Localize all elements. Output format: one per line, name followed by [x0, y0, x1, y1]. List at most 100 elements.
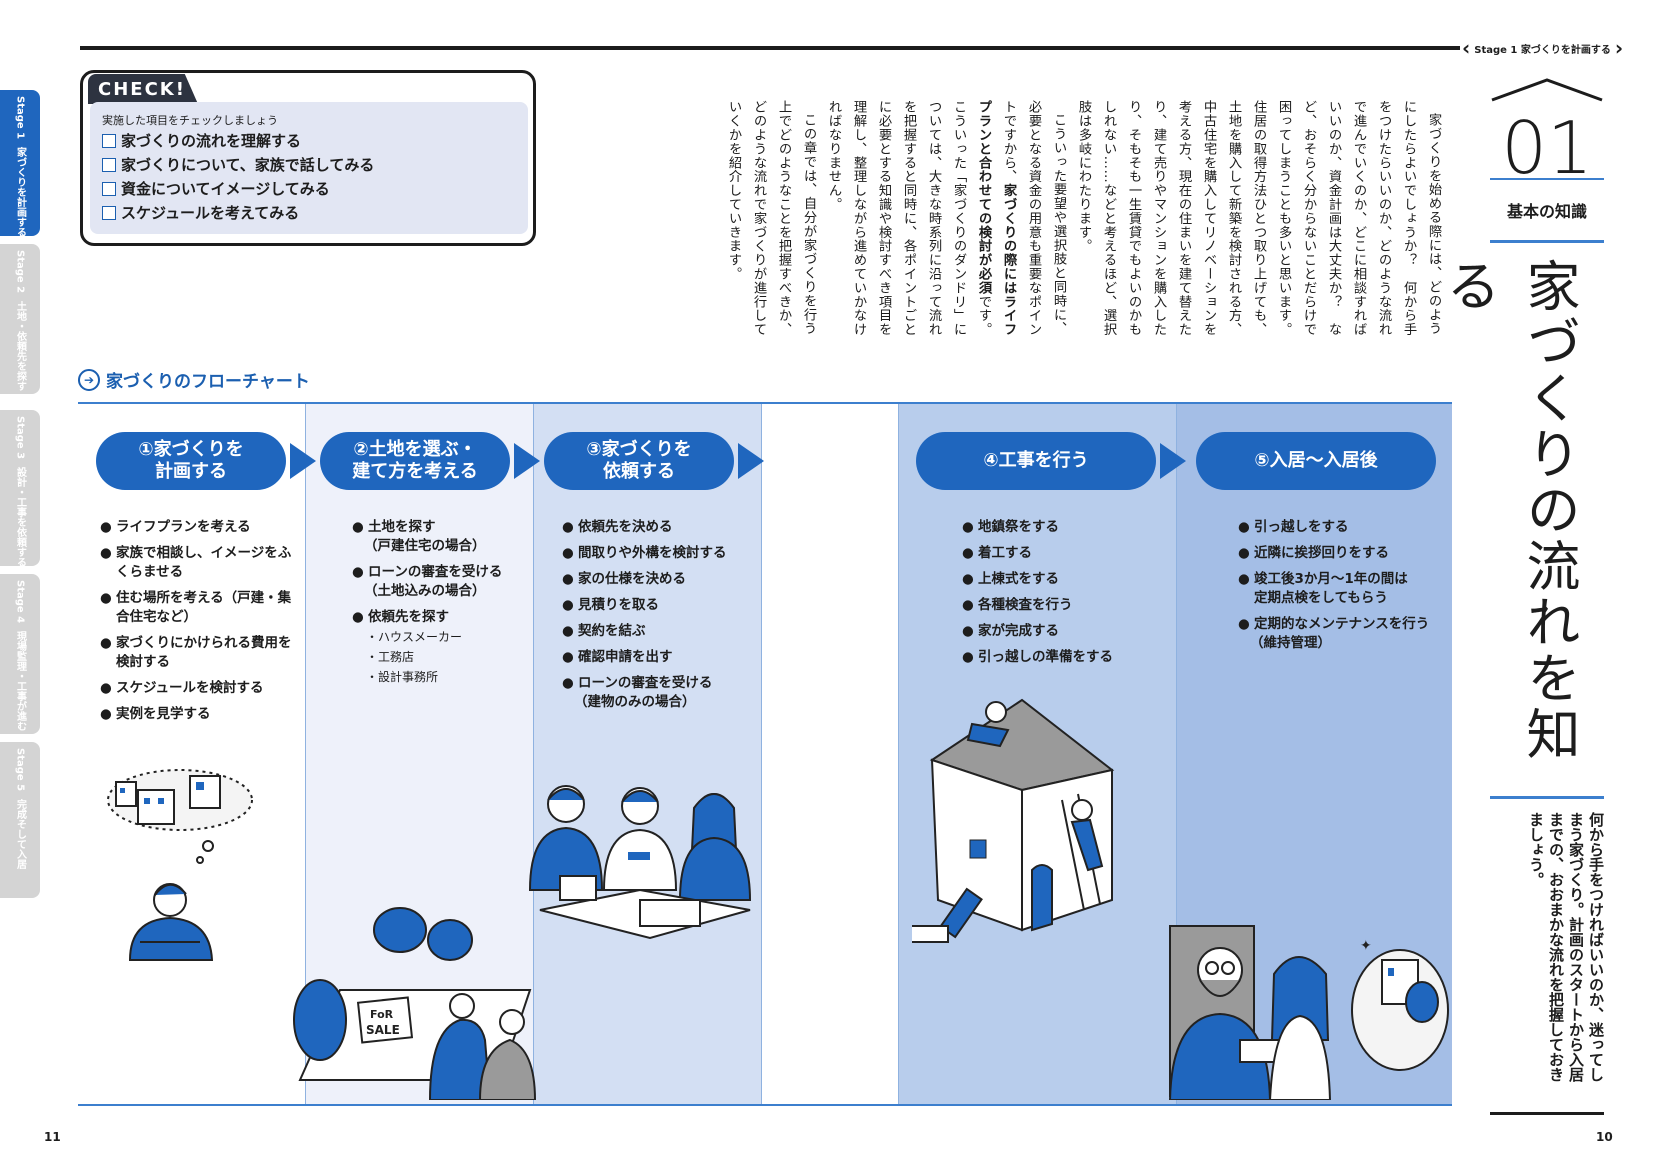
checklist-item[interactable]: スケジュールを考えてみる	[102, 202, 299, 223]
side-tab-stage-3[interactable]: Stage 3 設計・工事を依頼する	[0, 410, 40, 566]
sale-sign-line-1: FoR	[370, 1008, 394, 1021]
list-item-text: 各種検査を行う	[978, 597, 1073, 613]
body-p2-a: こういった要望や選択肢と同時に、必要となる資金の用意も重要なポイントですから、	[1001, 100, 1066, 337]
flow-arrow-icon	[1160, 443, 1186, 479]
section-label: 基本の知識	[1506, 202, 1587, 221]
body-paragraph-3: この章では、自分が家づくりを行う上でどのようなことを把握すべきか、どのような流れ…	[726, 100, 816, 337]
illustration-construction	[912, 698, 1115, 943]
list-item: ●近隣に挨拶回りをする	[1238, 545, 1389, 561]
list-item-text: 土地を探す	[368, 519, 436, 535]
side-tab-stage-label: Stage 1	[14, 96, 26, 140]
list-item: ●各種検査を行う	[962, 597, 1073, 613]
list-item-text: ライフプランを考える	[116, 519, 251, 535]
side-tab-stage-2[interactable]: Stage 2 土地・依頼先を探す	[0, 244, 40, 394]
body-text: 家づくりを始める際には、どのようにしたらよいでしょうか？ 何から手をつけたらいい…	[726, 100, 1446, 340]
side-tab-stage-label: Stage 5	[14, 748, 26, 792]
list-item: ●契約を結ぶ	[562, 623, 646, 639]
list-item-text: （戸建住宅の場合）	[364, 538, 486, 554]
flow-step-title-line: 依頼する	[603, 461, 675, 482]
list-item: ●ローンの審査を受ける	[352, 564, 503, 580]
side-tab-stage-1[interactable]: Stage 1 家づくりを計画する	[0, 90, 40, 236]
lead-text: 何から手をつければいいのか、迷ってしまう家づくり。計画のスタートから入居までの、…	[1527, 812, 1605, 1082]
checklist-item-label: 家づくりについて、家族で話してみる	[121, 156, 375, 174]
list-item: ●上棟式をする	[962, 571, 1059, 587]
list-item: ●依頼先を決める	[562, 519, 673, 535]
list-item-text: 定期的なメンテナンスを行う	[1254, 616, 1430, 632]
list-item-note: （維持管理）	[1250, 634, 1448, 653]
divider	[1490, 1112, 1604, 1115]
list-item: ●間取りや外構を検討する	[562, 545, 727, 561]
flow-step-5: ⑤入居～入居後	[1196, 432, 1436, 490]
side-tab-stage-4[interactable]: Stage 4 現場監理・工事が進む	[0, 574, 40, 734]
flow-step-title-line: ③家づくりを	[586, 439, 692, 460]
list-item: ●着工する	[962, 545, 1032, 561]
list-item: ●地鎮祭をする	[962, 519, 1059, 535]
flowchart-title-text: 家づくりのフローチャート	[106, 372, 310, 392]
list-item-text: スケジュールを検討する	[116, 680, 264, 696]
side-tab-label: 現場監理・工事が進む	[14, 631, 26, 732]
check-tag: CHECK!	[88, 74, 198, 104]
list-subitem: ・工務店	[366, 650, 415, 664]
body-paragraph-1: 家づくりを始める際には、どのようにしたらよいでしょうか？ 何から手をつけたらいい…	[1076, 100, 1441, 337]
chevron-right-icon: ›	[1614, 36, 1624, 60]
checklist-item-label: スケジュールを考えてみる	[121, 204, 300, 222]
list-item-text: ローンの審査を受ける	[578, 675, 713, 691]
list-item: ●引っ越しの準備をする	[962, 649, 1113, 665]
checkbox[interactable]	[102, 205, 116, 220]
list-item-text: 家の仕様を決める	[578, 571, 686, 587]
checkbox[interactable]	[102, 157, 116, 172]
side-tab-stage-5[interactable]: Stage 5 完成そして入居	[0, 742, 40, 898]
list-item-text: 引っ越しをする	[1254, 519, 1349, 535]
illustration-planning-meeting	[528, 785, 752, 940]
divider	[1490, 240, 1604, 243]
checkbox[interactable]	[102, 181, 116, 196]
checklist-item[interactable]: 家づくりについて、家族で話してみる	[102, 154, 374, 175]
list-item-text: 家づくりにかけられる費用を検討する	[116, 635, 292, 670]
flow-step-2-list: ●土地を探す （戸建住宅の場合） ●ローンの審査を受ける （土地込みの場合） ●…	[352, 518, 532, 687]
side-tab-label: 土地・依頼先を探す	[14, 301, 26, 392]
side-tab-stage-label: Stage 4	[14, 580, 26, 624]
list-item-text: 引っ越しの準備をする	[978, 649, 1113, 665]
list-item: ●確認申請を出す	[562, 649, 673, 665]
chapter-number-frame	[1491, 78, 1603, 102]
checkbox[interactable]	[102, 133, 116, 148]
flow-column-bg-3	[533, 404, 761, 1104]
list-item-text: 依頼先を探す	[368, 609, 449, 625]
flow-arrow-icon	[514, 443, 540, 479]
list-item-text: （土地込みの場合）	[364, 583, 486, 599]
list-item-text: （建物のみの場合）	[574, 694, 696, 710]
flowchart-title: ➔ 家づくりのフローチャート	[78, 367, 310, 392]
list-item: ●住む場所を考える（戸建・集合住宅など）	[100, 589, 300, 627]
checklist-intro: 実施した項目をチェックしましょう	[102, 114, 278, 127]
stage-breadcrumb[interactable]: ‹ Stage 1 家づくりを計画する ›	[1462, 36, 1623, 60]
flow-step-title-line: ④工事を行う	[983, 450, 1089, 471]
list-item-text: 家が完成する	[978, 623, 1059, 639]
list-item: ●竣工後3か月～1年の間は	[1238, 571, 1408, 587]
side-tab-label: 家づくりを計画する	[14, 147, 26, 236]
body-p2-emphasis: 家づくりの際にはライフプランと合わせての検討が必須	[976, 100, 1016, 337]
flow-step-title-line: 建て方を考える	[352, 461, 478, 482]
body-p2-c: です。こういった「家づくりのダンドリ」については、大きな時系列に沿って流れを把握…	[826, 100, 991, 337]
body-paragraph-2: こういった要望や選択肢と同時に、必要となる資金の用意も重要なポイントですから、家…	[821, 100, 1071, 340]
side-tab-label: 完成そして入居	[14, 799, 26, 870]
flow-step-title-line: ⑤入居～入居後	[1254, 450, 1378, 471]
side-tab-stage-label: Stage 2	[14, 250, 26, 294]
list-item: ●土地を探す	[352, 519, 436, 535]
arrow-right-circle-icon: ➔	[78, 368, 100, 391]
page-number-left: 11	[44, 1130, 61, 1144]
illustration-thinking-person	[107, 769, 253, 961]
list-item-note: （土地込みの場合）	[364, 582, 532, 601]
flow-arrow-icon	[290, 443, 316, 479]
list-item-note: 定期点検をしてもらう	[1254, 589, 1448, 608]
checklist-item[interactable]: 資金についてイメージしてみる	[102, 178, 330, 199]
flow-step-title-line: ①家づくりを	[138, 439, 244, 460]
list-item-text: 定期点検をしてもらう	[1254, 590, 1388, 606]
list-item: ●ローンの審査を受ける	[562, 675, 713, 691]
sparkle-icon: ✦	[1360, 938, 1372, 954]
list-item: ●ライフプランを考える	[100, 519, 251, 535]
checklist-item[interactable]: 家づくりの流れを理解する	[102, 130, 301, 151]
list-item: ●依頼先を探す	[352, 609, 449, 625]
side-tab-label: 設計・工事を依頼する	[14, 467, 26, 566]
flow-step-3: ③家づくりを依頼する	[544, 432, 734, 490]
illustration-land-for-sale: FoR SALE	[293, 907, 537, 1100]
